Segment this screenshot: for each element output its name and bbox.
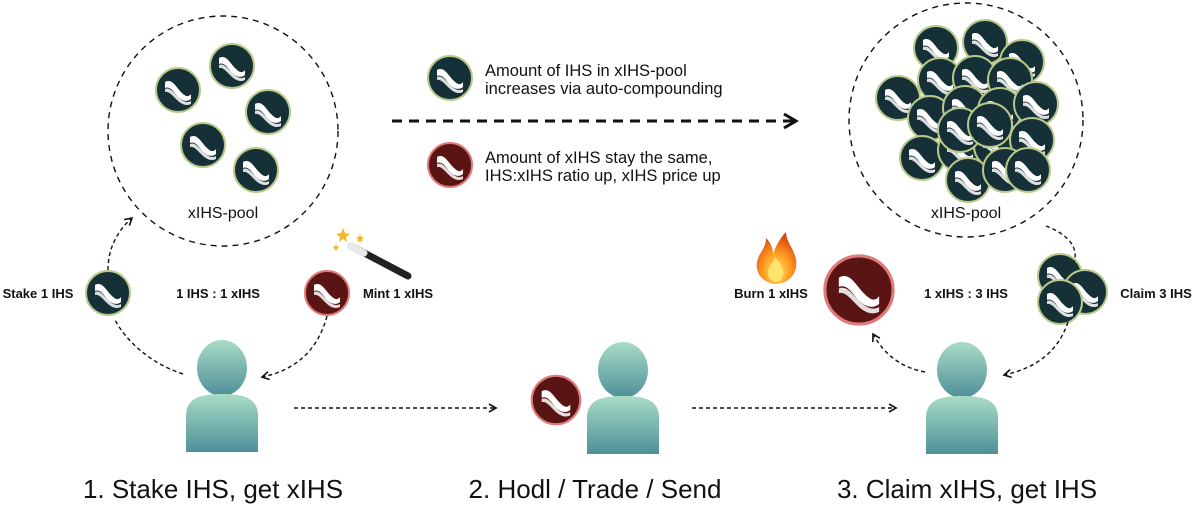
- step2-title: 2. Hodl / Trade / Send: [469, 474, 722, 504]
- legend-xihs-line2: IHS:xIHS ratio up, xIHS price up: [485, 167, 721, 185]
- step1-ratio-label: 1 IHS : 1 xIHS: [176, 286, 260, 301]
- legend-xihs-coin-icon: [427, 142, 473, 188]
- step3-ratio-label: 1 xIHS : 3 IHS: [924, 286, 1008, 301]
- pool-to-claim-arrow: [1045, 225, 1076, 263]
- legend: Amount of IHS in xIHS-pool increases via…: [427, 55, 723, 188]
- pool-right: xIHS-pool: [848, 2, 1084, 238]
- legend-ihs-line2: increases via auto-compounding: [485, 80, 723, 98]
- mint-xihs-coin: [304, 270, 350, 316]
- fire-icon: [756, 232, 797, 284]
- user-avatar-2: [587, 342, 659, 454]
- claim-arrow: [1002, 321, 1069, 379]
- burn-arrow: [872, 332, 926, 373]
- held-xihs-coin: [530, 374, 582, 426]
- ihs-coin: [1005, 147, 1051, 193]
- ihs-coin: [899, 135, 945, 181]
- step3-title: 3. Claim xIHS, get IHS: [837, 474, 1097, 504]
- step1-title: 1. Stake IHS, get xIHS: [83, 474, 343, 504]
- step-2: 2. Hodl / Trade / Send: [469, 342, 722, 504]
- user-to-stake-arrow: [113, 317, 184, 375]
- pool-right-label: xIHS-pool: [931, 205, 1001, 222]
- claim-label: Claim 3 IHS: [1120, 286, 1192, 301]
- pool-left-label: xIHS-pool: [188, 205, 258, 222]
- stake-ihs-coin: [85, 270, 131, 316]
- ihs-coin: [967, 102, 1013, 148]
- legend-ihs-coin-icon: [427, 55, 473, 101]
- mint-arrow: [260, 315, 328, 381]
- ihs-coin: [233, 147, 279, 193]
- step-1: Stake 1 IHS 1 IHS : 1 xIHS Mint 1 xIHS 1…: [3, 216, 433, 504]
- burn-xihs-coin: [823, 254, 895, 326]
- pool-right-coins: [875, 19, 1059, 203]
- claim-ihs-coins: [1037, 253, 1108, 325]
- ihs-coin: [209, 43, 255, 89]
- stake-label: Stake 1 IHS: [3, 286, 74, 301]
- pool-left: xIHS-pool: [107, 15, 339, 247]
- step-3: Burn 1 xIHS 1 xIHS : 3 IHS Claim 3 IHS 3…: [734, 225, 1192, 504]
- ihs-coin: [1037, 279, 1083, 325]
- user-avatar-1: [186, 340, 258, 452]
- ihs-coin: [245, 89, 291, 135]
- user-avatar-3: [926, 342, 998, 454]
- stake-arrow: [107, 216, 134, 271]
- ihs-coin: [180, 122, 226, 168]
- legend-ihs-line1: Amount of IHS in xIHS-pool: [485, 62, 687, 80]
- burn-label: Burn 1 xIHS: [734, 286, 808, 301]
- magic-wand-icon: [332, 228, 412, 280]
- legend-xihs-line1: Amount of xIHS stay the same,: [485, 149, 712, 167]
- mint-label: Mint 1 xIHS: [363, 286, 433, 301]
- ihs-coin: [155, 67, 201, 113]
